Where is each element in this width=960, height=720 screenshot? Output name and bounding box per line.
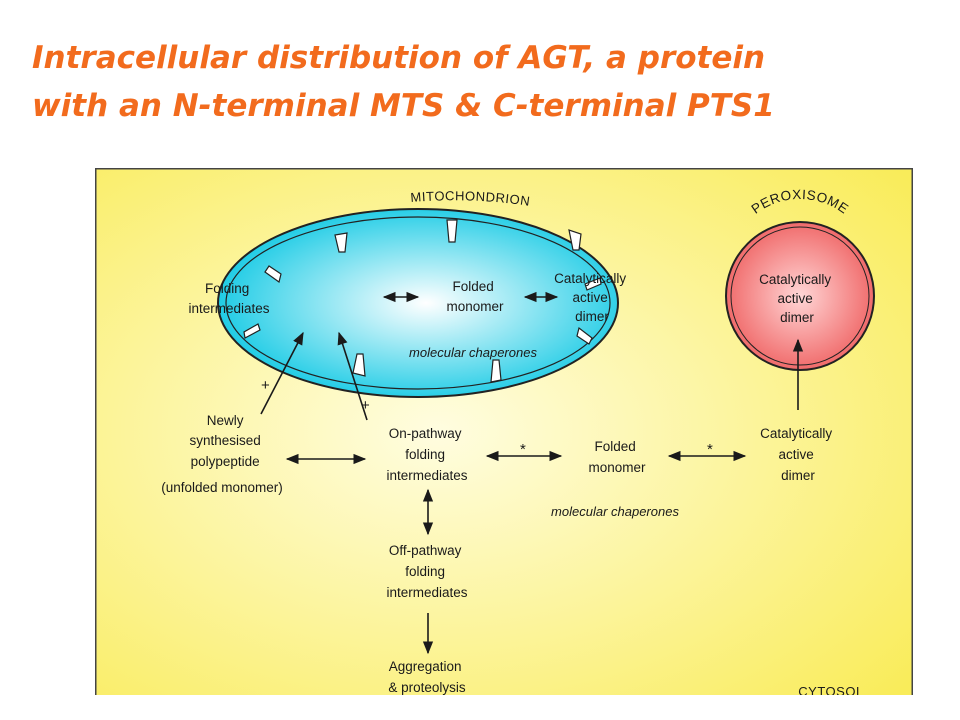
plus-mark-1: + <box>261 377 270 394</box>
page-title: Intracellular distribution of AGT, a pro… <box>32 34 932 130</box>
star-mark-2: * <box>707 441 713 458</box>
cytosol-newly-synthesised: Newly synthesised polypeptide (unfolded … <box>161 413 283 495</box>
mito-molecular-chaperones: molecular chaperones <box>409 345 537 360</box>
mito-folded-monomer: Folded monomer <box>446 279 504 314</box>
cytosol-active-dimer: Catalytically active dimer <box>760 426 836 483</box>
cytosol-on-pathway: On-pathway folding intermediates <box>386 426 467 483</box>
cytosol-label: CYTOSOL <box>798 684 863 695</box>
mitochondrion-outer-membrane <box>217 208 619 398</box>
cytosol-folded-monomer: Folded monomer <box>588 439 646 475</box>
cytosol-aggregation: Aggregation & proteolysis <box>388 659 466 695</box>
panel-border <box>95 168 913 695</box>
plus-mark-2: + <box>361 397 370 414</box>
title-line-1: Intracellular distribution of AGT, a pro… <box>32 40 766 76</box>
mito-folding-intermediates: Folding intermediates <box>188 281 269 316</box>
cristae <box>243 219 602 383</box>
star-mark-1: * <box>520 441 526 458</box>
peroxisome-inner-ring <box>730 226 870 366</box>
mitochondrion: MITOCHONDRION Folding intermediates Fold… <box>188 188 630 398</box>
cytosol-off-pathway: Off-pathway folding intermediates <box>386 543 467 600</box>
arrow-import-newly-synthesised <box>260 331 304 415</box>
perox-active-dimer: Catalytically active dimer <box>759 272 835 325</box>
peroxisome-membrane <box>725 221 875 371</box>
title-line-2: with an N-terminal MTS & C-terminal PTS1 <box>32 88 775 124</box>
peroxisome: PEROXISOME Catalytically active dimer <box>725 187 875 371</box>
pathway-arrows <box>260 291 804 655</box>
cytosol-molecular-chaperones: molecular chaperones <box>551 504 679 519</box>
arrow-import-on-pathway <box>337 331 368 421</box>
mitochondrion-inner-membrane <box>225 216 611 390</box>
mito-active-dimer: Catalytically active dimer <box>554 271 630 324</box>
agt-distribution-diagram: MITOCHONDRION Folding intermediates Fold… <box>95 168 913 695</box>
